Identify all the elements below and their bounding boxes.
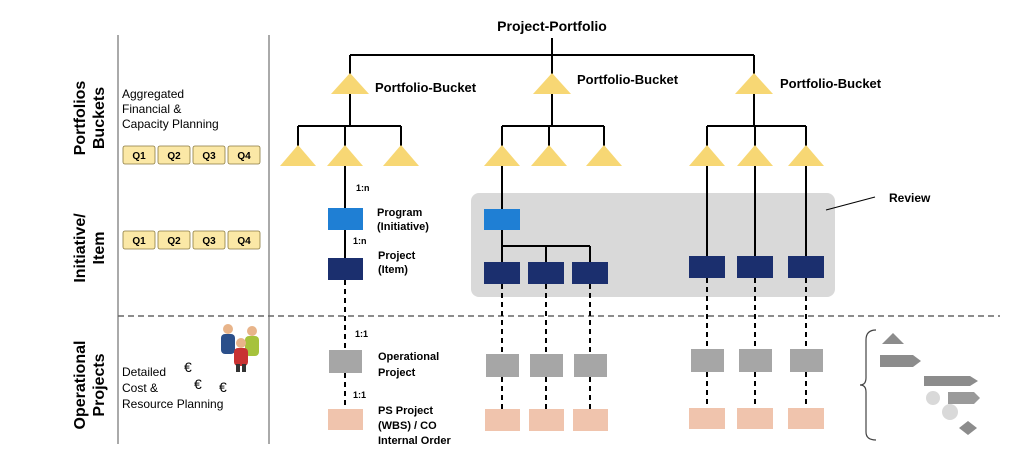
- review-callout-line: [825, 196, 876, 211]
- ratio-project-operational: 1:1: [355, 329, 368, 339]
- quarter-q4: Q4: [237, 236, 251, 247]
- detailed-line1: Detailed: [122, 365, 166, 379]
- section-portfolios-line1: Portfolios: [72, 81, 89, 156]
- quarter-q4: Q4: [237, 151, 251, 162]
- project-box: [528, 262, 564, 284]
- euro-icon-2: €: [194, 376, 202, 392]
- project-box: [328, 258, 363, 280]
- quarter-q2: Q2: [167, 151, 181, 162]
- quarter-q3: Q3: [202, 151, 216, 162]
- ps-label-line3: Internal Order: [378, 435, 451, 447]
- ps-label-line1: PS Project: [378, 405, 433, 417]
- project-box: [484, 262, 520, 284]
- bucket-triangle-3: [735, 73, 773, 94]
- section-initiative-line1: Initiative/: [72, 213, 89, 283]
- program-label-line1: Program: [377, 207, 422, 219]
- bucket-triangle-2: [533, 73, 571, 94]
- section-operational-line2: Projects: [91, 353, 108, 416]
- ps-box: [529, 409, 564, 431]
- quarter-q1: Q1: [132, 236, 146, 247]
- gantt-shapes-icon: [880, 333, 980, 435]
- sub-tree-lines: [297, 94, 807, 146]
- ps-box: [328, 409, 363, 430]
- quarters-row-buckets: Q1 Q2 Q3 Q4: [122, 145, 261, 165]
- project-box: [689, 256, 725, 278]
- ratio-program-project: 1:n: [353, 236, 367, 246]
- operational-box: [486, 354, 519, 377]
- euro-icon-3: €: [219, 379, 227, 395]
- review-label: Review: [889, 191, 931, 205]
- euro-icon-1: €: [184, 359, 192, 375]
- program-label-line2: (Initiative): [377, 221, 429, 233]
- ps-label-line2: (WBS) / CO: [378, 420, 437, 432]
- quarter-q3: Q3: [202, 236, 216, 247]
- section-portfolios-line2: Buckets: [91, 87, 108, 149]
- operational-box: [530, 354, 563, 377]
- detailed-line3: Resource Planning: [122, 397, 223, 411]
- operational-label-line1: Operational: [378, 351, 439, 363]
- operational-box: [790, 349, 823, 372]
- detailed-line2: Cost &: [122, 381, 158, 395]
- operational-box: [739, 349, 772, 372]
- program-box: [328, 208, 363, 230]
- bucket-triangle-1: [331, 73, 369, 94]
- bucket-label-2: Portfolio-Bucket: [577, 72, 679, 87]
- diagram-title: Project-Portfolio: [497, 18, 607, 34]
- aggregated-line3: Capacity Planning: [122, 117, 219, 131]
- operational-box: [329, 350, 362, 373]
- ps-box: [689, 408, 725, 429]
- column2-connectors: [501, 166, 591, 409]
- ratio-operational-ps: 1:1: [353, 390, 366, 400]
- sub-bucket-triangles: [280, 145, 824, 166]
- ps-box: [788, 408, 824, 429]
- aggregated-line1: Aggregated: [122, 87, 184, 101]
- ps-box: [573, 409, 608, 431]
- column3-connectors: [706, 166, 807, 408]
- section-initiative-line2: Item: [91, 232, 108, 265]
- project-box: [788, 256, 824, 278]
- top-tree-lines: [349, 38, 755, 75]
- quarter-q2: Q2: [167, 236, 181, 247]
- aggregated-line2: Financial &: [122, 102, 181, 116]
- right-bracket: [859, 329, 877, 441]
- project-label-line1: Project: [378, 250, 416, 262]
- ratio-bucket-program: 1:n: [356, 183, 370, 193]
- quarters-row-initiative: Q1 Q2 Q3 Q4: [122, 230, 261, 250]
- ps-box: [737, 408, 773, 429]
- operational-box: [574, 354, 607, 377]
- operational-label-line2: Project: [378, 367, 416, 379]
- ps-box: [485, 409, 520, 431]
- people-icon: [221, 324, 259, 372]
- operational-box: [691, 349, 724, 372]
- project-box: [572, 262, 608, 284]
- bucket-label-3: Portfolio-Bucket: [780, 76, 882, 91]
- quarter-q1: Q1: [132, 151, 146, 162]
- section-operational-line1: Operational: [72, 341, 89, 430]
- program-box: [484, 209, 520, 230]
- project-label-line2: (Item): [378, 264, 408, 276]
- project-box: [737, 256, 773, 278]
- bucket-label-1: Portfolio-Bucket: [375, 80, 477, 95]
